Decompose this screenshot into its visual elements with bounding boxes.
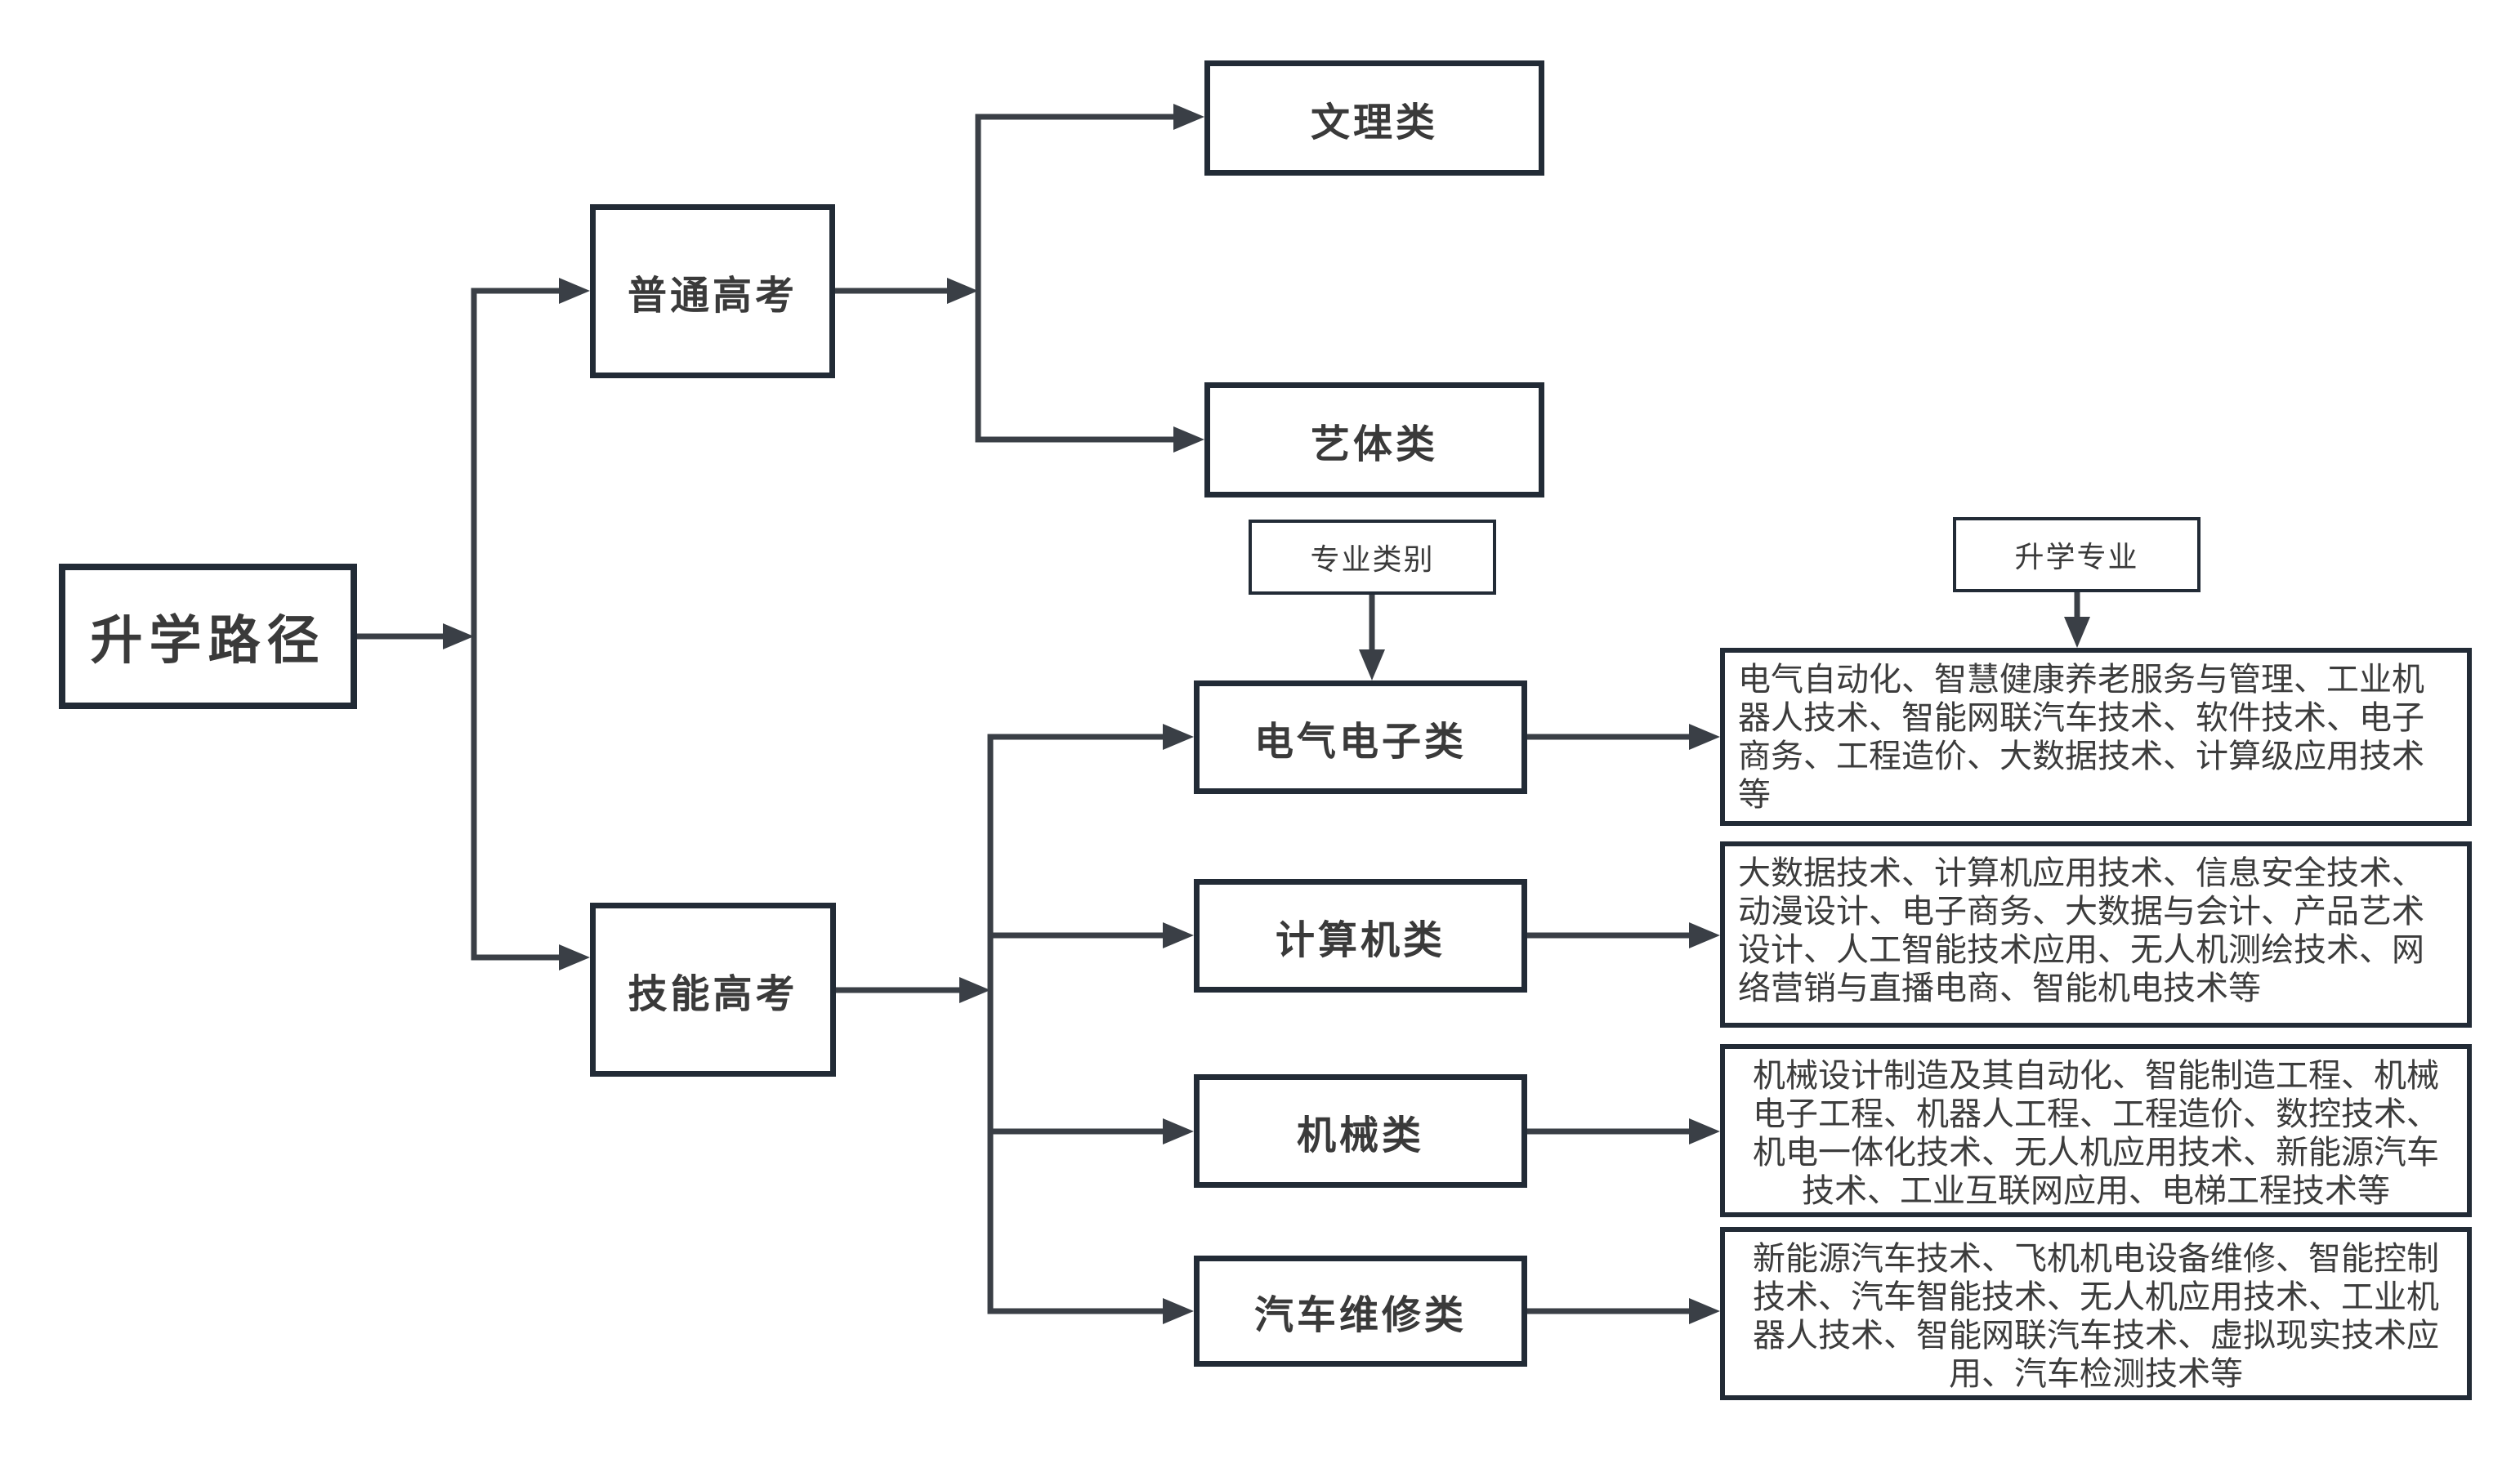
label-advancement-major: 升学专业 [1953,517,2201,592]
arrows-category-to-majors [1527,724,1720,1324]
exam-trunk [471,278,590,970]
majors-machinery: 机械设计制造及其自动化、智能制造工程、机械电子工程、机器人工程、工程造价、数控技… [1720,1044,2472,1217]
node-auto-repair: 汽车维修类 [1194,1256,1527,1367]
category-trunk [987,724,1194,1324]
arrow-root-to-exam-trunk [357,623,474,649]
arrow-general-to-track-trunk [835,278,978,304]
node-liberal-arts-science: 文理类 [1204,60,1544,176]
label-major-category: 专业类别 [1249,520,1496,595]
arrow-major-label-down [2064,592,2090,648]
arrow-category-label-down [1359,595,1385,680]
arrow-skills-to-category-trunk [836,977,990,1003]
track-trunk [975,104,1204,453]
node-computer: 计算机类 [1194,879,1527,993]
node-electrical-electronics: 电气电子类 [1194,680,1527,794]
majors-auto-repair: 新能源汽车技术、飞机机电设备维修、智能控制技术、汽车智能技术、无人机应用技术、工… [1720,1227,2472,1400]
node-arts-sports: 艺体类 [1204,382,1544,497]
majors-electrical-electronics: 电气自动化、智慧健康养老服务与管理、工业机器人技术、智能网联汽车技术、软件技术、… [1720,648,2472,826]
majors-computer: 大数据技术、计算机应用技术、信息安全技术、动漫设计、电子商务、大数据与会计、产品… [1720,841,2472,1028]
node-education-path: 升学路径 [59,564,357,709]
node-general-gaokao: 普通高考 [590,204,835,378]
node-skills-gaokao: 技能高考 [590,903,836,1077]
node-machinery: 机械类 [1194,1074,1527,1188]
